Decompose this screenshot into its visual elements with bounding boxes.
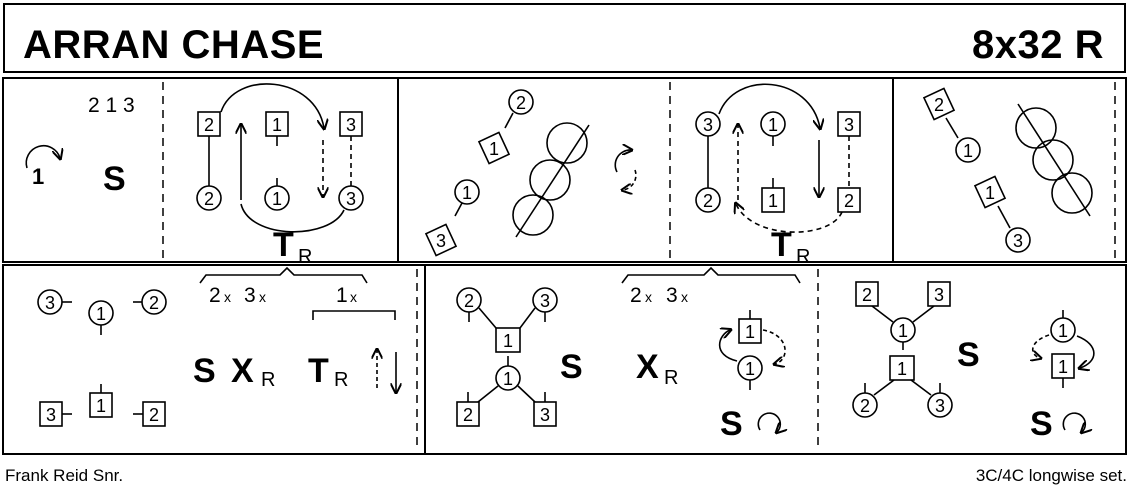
dancer-label: 2 xyxy=(934,95,944,115)
turn-label: T xyxy=(273,226,294,264)
bar-29-32: 2 3 1 1 2 3 1 1 S S xyxy=(852,281,1095,443)
dancer-label: 2 xyxy=(860,396,870,416)
dancer-label: 2 xyxy=(204,189,214,209)
cross-label: X xyxy=(636,348,659,386)
dancer-label: 1 xyxy=(96,304,106,324)
times-label: x xyxy=(645,289,652,305)
dancer-label: 1 xyxy=(768,115,778,135)
turn-label: T xyxy=(771,226,792,264)
dancer-label: 2 xyxy=(464,291,474,311)
dancer-label: 2 xyxy=(516,93,526,113)
dancer-label: 2 xyxy=(703,191,713,211)
times-label: x xyxy=(350,289,357,305)
dancer-label: 1 xyxy=(985,183,995,203)
bar-row-1 xyxy=(2,77,1127,263)
cross-label: X xyxy=(231,352,254,390)
dancer-label: 3 xyxy=(844,115,854,135)
dancer-label: 1 xyxy=(489,139,499,159)
set-label: S xyxy=(560,348,583,386)
dancer-label: 3 xyxy=(1013,231,1023,251)
right-subscript: R xyxy=(334,369,348,391)
title-bar: ARRAN CHASE 8x32 R xyxy=(3,3,1126,73)
clockwise-turn-icon xyxy=(25,145,60,169)
turn-label: T xyxy=(308,352,329,390)
set-label: S xyxy=(1030,405,1053,443)
dancer-label: 1 xyxy=(745,359,755,379)
bar-9-10: 2 1 1 3 xyxy=(922,87,1093,253)
bar-5-6: 2 1 1 3 xyxy=(424,89,637,257)
dancer-label: 1 xyxy=(963,141,973,161)
count-label: 2 xyxy=(630,284,642,307)
dancer-label: 3 xyxy=(346,189,356,209)
dancer-label: 2 xyxy=(862,285,872,305)
dancer-label: 2 xyxy=(149,293,159,313)
bar-17-24: 3 1 2 3 1 2 2 x 3 x 1 x S X R T R xyxy=(37,266,396,427)
dancer-label: 1 xyxy=(768,191,778,211)
dancer-label: 1 xyxy=(1058,357,1068,377)
right-subscript: R xyxy=(796,246,810,268)
dancer-label: 2 xyxy=(149,405,159,425)
times-label: x xyxy=(224,289,231,305)
dancer-label: 3 xyxy=(540,291,550,311)
dancer-label: 3 xyxy=(935,396,945,416)
dancer-label: 1 xyxy=(503,369,513,389)
dancer-label: 2 xyxy=(844,191,854,211)
bar-1-2: 2 1 3 1 S xyxy=(25,94,135,198)
dancer-label: 1 xyxy=(897,359,907,379)
devisor: Frank Reid Snr. xyxy=(5,466,124,485)
dancer-label: 3 xyxy=(45,293,55,313)
set-label: S xyxy=(720,405,743,443)
dancer-label: 3 xyxy=(934,285,944,305)
right-subscript: R xyxy=(261,369,275,391)
dancer-label: 3 xyxy=(703,115,713,135)
dancer-label: 3 xyxy=(46,405,56,425)
right-subscript: R xyxy=(664,367,678,389)
count-label: 3 xyxy=(244,284,256,307)
dance-format: 8x32 R xyxy=(972,23,1104,67)
count-label: 1 xyxy=(336,284,348,307)
dancer-label: 1 xyxy=(272,189,282,209)
dancer-label: 1 xyxy=(462,183,472,203)
set-label: S xyxy=(957,336,980,374)
times-label: x xyxy=(259,289,266,305)
dancer-label: 1 xyxy=(503,331,513,351)
bar-7-8: 3 1 3 2 1 2 T R xyxy=(695,83,861,268)
right-subscript: R xyxy=(298,246,312,268)
dancer-label: 3 xyxy=(346,115,356,135)
times-label: x xyxy=(681,289,688,305)
dancer-label: 1 xyxy=(898,321,908,341)
order-label: 2 1 3 xyxy=(88,94,135,117)
dancer-label: 1 xyxy=(96,396,106,416)
count-label: 2 xyxy=(209,284,221,307)
dance-title: ARRAN CHASE xyxy=(23,23,325,67)
dancer-label: 3 xyxy=(436,231,446,251)
dancer-label: 2 xyxy=(463,405,473,425)
dancer-label: 1 xyxy=(272,115,282,135)
dancer-label: 2 xyxy=(204,115,214,135)
count-label: 3 xyxy=(666,284,678,307)
bar-row-2 xyxy=(2,264,1127,455)
dancer-label: 1 xyxy=(1058,321,1068,341)
dancer-label: 3 xyxy=(540,405,550,425)
bar-25-28: 2 3 1 1 2 3 1 1 2 x 3 x S X R S xyxy=(456,266,801,443)
set-label: S xyxy=(103,160,126,198)
set-label: S xyxy=(193,352,216,390)
bar-3-4: 2 1 3 2 1 3 T R xyxy=(196,83,364,268)
dancer-label: 1 xyxy=(32,164,44,189)
dancer-label: 1 xyxy=(745,322,755,342)
set-type: 3C/4C longwise set. xyxy=(975,466,1127,485)
